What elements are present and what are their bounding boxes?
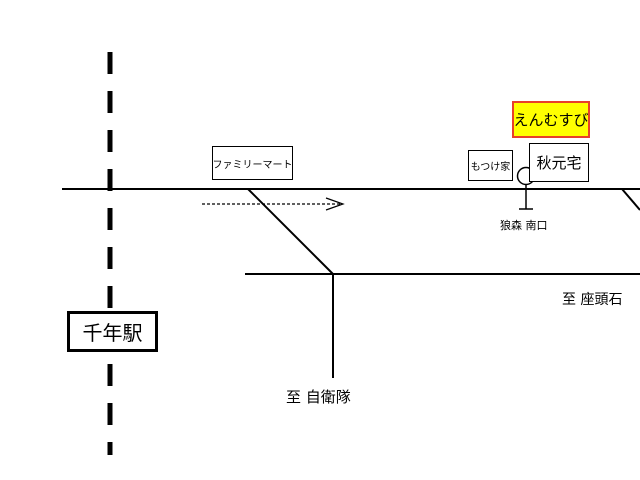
enmusubi-box: えんむすび	[512, 101, 590, 138]
station-name: 千年駅	[82, 321, 143, 345]
bus-stop-label: 狼森 南口	[500, 219, 548, 232]
station-label-box: 千年駅	[67, 311, 158, 352]
to-zatoishi-label: 至 座頭石	[562, 292, 623, 308]
enmusubi-label: えんむすび	[513, 111, 589, 129]
akimoto-box: 秋元宅	[529, 143, 589, 182]
diagonal-road	[247, 188, 334, 275]
right-diagonal-road	[621, 188, 640, 211]
to-jieitai-label: 至 自衛隊	[286, 388, 351, 406]
motsuke-box: もつけ家	[468, 150, 513, 181]
family-mart-label: ファミリーマート	[212, 159, 293, 171]
motsuke-label: もつけ家	[470, 162, 511, 173]
dashed-arrow-icon	[202, 197, 345, 211]
akimoto-label: 秋元宅	[536, 154, 582, 172]
family-mart-box: ファミリーマート	[212, 146, 293, 180]
